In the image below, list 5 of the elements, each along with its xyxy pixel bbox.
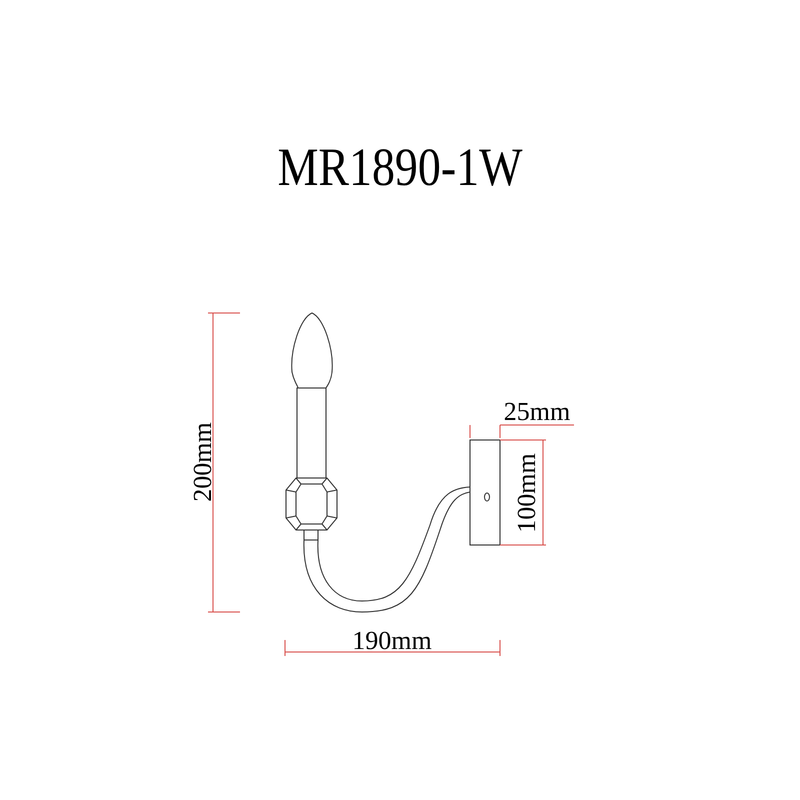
dimension-label: 200mm: [190, 422, 216, 502]
title: MR1890-1W: [278, 140, 522, 194]
dimension-label: 190mm: [352, 628, 432, 654]
dimension-label: 100mm: [514, 453, 540, 533]
dimension-label: 25mm: [504, 399, 570, 425]
